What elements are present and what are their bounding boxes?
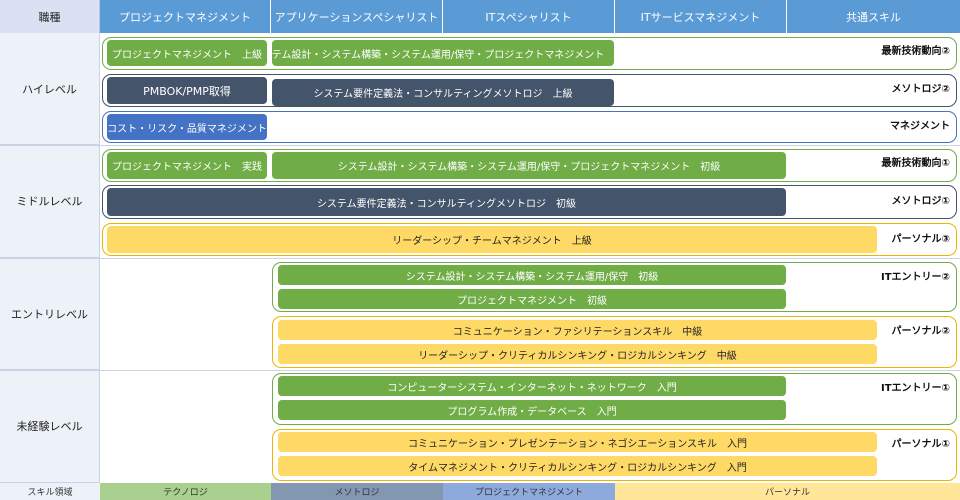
- footer-technology: テクノロジ: [100, 483, 271, 500]
- bar-novice-database: プログラム作成・データベース 入門: [278, 400, 786, 420]
- bar-entry-system: システム設計・システム構築・システム運用/保守 初級: [278, 265, 786, 285]
- level-novice: 未経験レベル: [0, 370, 100, 483]
- row-divider: [0, 145, 960, 146]
- footer-methodology: メソトロジ: [271, 483, 443, 500]
- tag-methodology-1: メソトロジ①: [891, 196, 950, 207]
- tag-it-entry-2: ITエントリー②: [880, 272, 950, 283]
- tag-personal-1: パーソナル①: [891, 439, 950, 450]
- footer-personal: パーソナル: [615, 483, 960, 500]
- header-column-common: 共通スキル: [787, 0, 960, 33]
- header-corner: 職種: [0, 0, 100, 33]
- tag-tech-2: 最新技術動向②: [881, 46, 950, 57]
- bar-high-pm: プロジェクトマネジメント 上級: [107, 40, 267, 66]
- bar-middle-leadership: リーダーシップ・チームマネジメント 上級: [107, 226, 877, 253]
- tag-methodology-2: メソトロジ②: [891, 84, 950, 95]
- bar-middle-pm: プロジェクトマネジメント 実践: [107, 152, 267, 179]
- bar-entry-communication: コミュニケーション・ファシリテーションスキル 中級: [278, 320, 877, 340]
- tag-management: マネジメント: [890, 121, 950, 132]
- level-entry: エントリレベル: [0, 258, 100, 370]
- bar-high-requirements: システム要件定義法・コンサルティングメソトロジ 上級: [272, 79, 614, 106]
- footer-label: スキル領域: [0, 483, 100, 500]
- header-column-it: ITスペシャリスト: [443, 0, 615, 33]
- bar-high-pmbok: PMBOK/PMP取得: [107, 77, 267, 104]
- tag-personal-2: パーソナル②: [891, 326, 950, 337]
- bar-novice-network: コンピューターシステム・インターネット・ネットワーク 入門: [278, 376, 786, 396]
- bar-entry-pm: プロジェクトマネジメント 初級: [278, 289, 786, 309]
- bar-middle-requirements: システム要件定義法・コンサルティングメソトロジ 初級: [107, 188, 786, 216]
- bar-high-cost: コスト・リスク・品質マネジメント: [107, 114, 267, 140]
- bar-high-system: システム設計・システム構築・システム運用/保守・プロジェクトマネジメント 上級: [272, 40, 614, 66]
- header-column-app: アプリケーションスペシャリスト: [271, 0, 443, 33]
- level-middle: ミドルレベル: [0, 145, 100, 258]
- bar-entry-leadership: リーダーシップ・クリティカルシンキング・ロジカルシンキング 中級: [278, 344, 877, 364]
- bar-middle-system: システム設計・システム構築・システム運用/保守・プロジェクトマネジメント 初級: [272, 152, 786, 179]
- header-column-itsm: ITサービスマネジメント: [615, 0, 787, 33]
- bar-novice-communication: コミュニケーション・プレゼンテーション・ネゴシエーションスキル 入門: [278, 432, 877, 452]
- footer-project-management: プロジェクトマネジメント: [443, 483, 615, 500]
- row-divider: [0, 258, 960, 259]
- level-high: ハイレベル: [0, 33, 100, 145]
- tag-tech-1: 最新技術動向①: [881, 158, 950, 169]
- tag-personal-3: パーソナル③: [891, 234, 950, 245]
- bar-novice-time: タイムマネジメント・クリティカルシンキング・ロジカルシンキング 入門: [278, 456, 877, 476]
- tag-it-entry-1: ITエントリー①: [880, 383, 950, 394]
- header-column-pm: プロジェクトマネジメント: [100, 0, 271, 33]
- row-divider: [0, 370, 960, 371]
